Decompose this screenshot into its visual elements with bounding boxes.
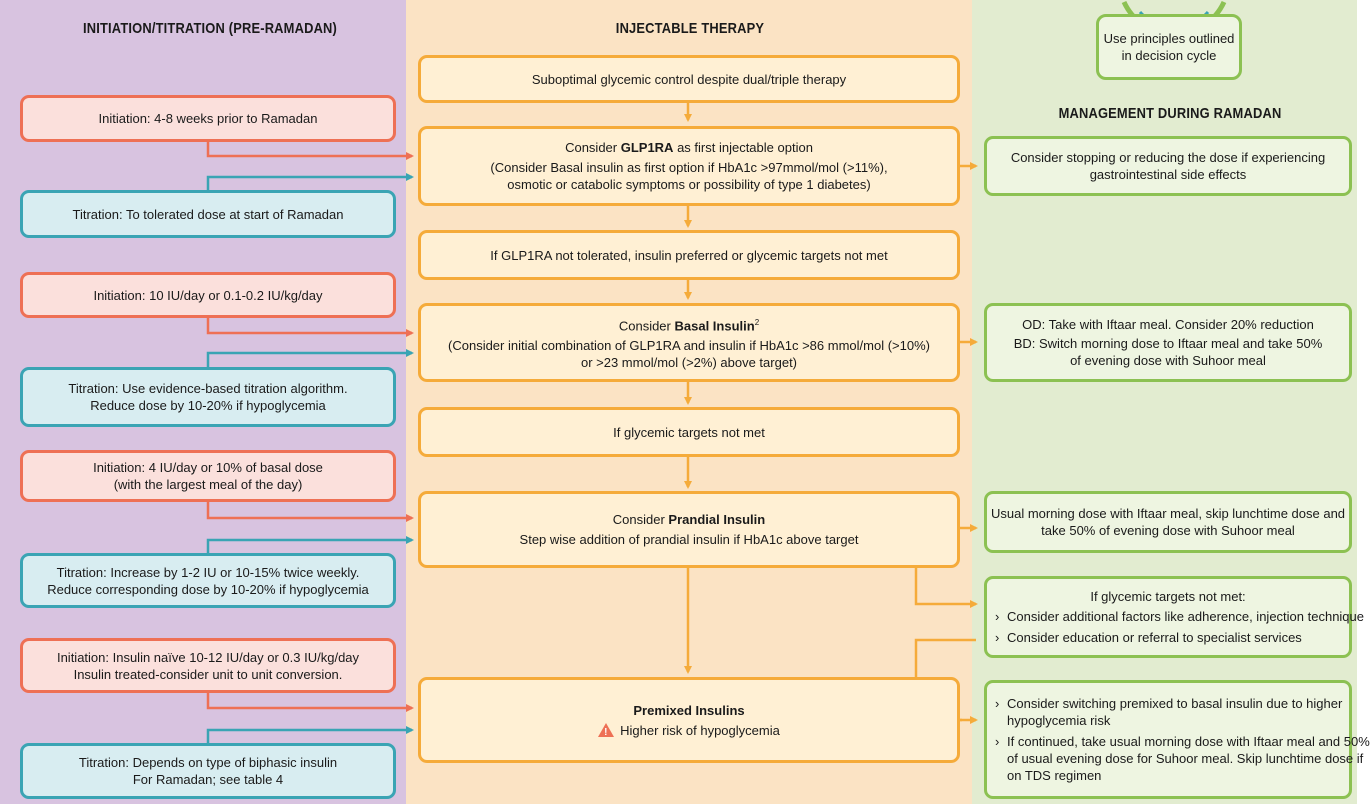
glp1ra-note-2: osmotic or catabolic symptoms or possibi… <box>507 177 871 192</box>
basal-initiation-text: Initiation: 10 IU/day or 0.1-0.2 IU/kg/d… <box>93 287 323 303</box>
basal-titration-text-1: Titration: Use evidence-based titration … <box>68 381 348 396</box>
premix-initiation-text-2: Insulin treated-consider unit to unit co… <box>73 666 343 682</box>
premix-management-bullet-2-line-1: If continued, take usual morning dose wi… <box>995 733 1370 750</box>
basal-management-text-2: BD: Switch morning dose to Iftaar meal a… <box>1013 336 1323 351</box>
basal-titration-text-2: Reduce dose by 10-20% if hypoglycemia <box>90 398 326 413</box>
header-initiation-titration: INITIATION/TITRATION (PRE-RAMADAN) <box>82 20 338 37</box>
decision-cycle-line-2: in decision cycle <box>1121 48 1217 63</box>
arrow-prandial-titration <box>206 536 414 554</box>
glp1ra-title-suffix: as first injectable option <box>673 140 813 155</box>
arrow-prandial-to-targets-box <box>914 568 978 608</box>
glp1ra-title-bold: GLP1RA <box>620 140 674 155</box>
premixed-warning-text: Higher risk of hypoglycemia <box>620 722 780 738</box>
prandial-titration-text-2: Reduce corresponding dose by 10-20% if h… <box>47 581 369 597</box>
glp1ra-title: Consider GLP1RA as first injectable opti… <box>565 139 813 156</box>
prandial-insulin-title: Consider Prandial Insulin <box>613 511 765 528</box>
targets-management-title: If glycemic targets not met: <box>1090 589 1246 604</box>
glp1ra-box: Consider GLP1RA as first injectable opti… <box>418 126 960 206</box>
prandial-note: Step wise addition of prandial insulin i… <box>519 532 859 547</box>
basal-management-text-3: of evening dose with Suhoor meal <box>1070 353 1266 368</box>
targets-not-met-box: If glycemic targets not met <box>418 407 960 457</box>
glp-management-box: Consider stopping or reducing the dose i… <box>984 136 1352 196</box>
glp1ra-note-1: (Consider Basal insulin as first option … <box>490 160 888 175</box>
glp-titration-box: Titration: To tolerated dose at start of… <box>20 190 396 238</box>
glp-management-text-2: gastrointestinal side effects <box>1089 167 1247 182</box>
suboptimal-control-box: Suboptimal glycemic control despite dual… <box>418 55 960 103</box>
prandial-titration-text-1: Titration: Increase by 1-2 IU or 10-15% … <box>56 564 360 580</box>
premix-management-bullet-2-line-2: of usual evening dose for Suhoor meal. S… <box>1007 751 1364 766</box>
premix-titration-text-2: For Ramadan; see table 4 <box>132 772 284 787</box>
basal-titration-box: Titration: Use evidence-based titration … <box>20 367 396 427</box>
prandial-initiation-box: Initiation: 4 IU/day or 10% of basal dos… <box>20 450 396 502</box>
prandial-title-bold: Prandial Insulin <box>668 512 766 527</box>
basal-management-box: OD: Take with Iftaar meal. Consider 20% … <box>984 303 1352 382</box>
premix-titration-box: Titration: Depends on type of biphasic i… <box>20 743 396 799</box>
glp-not-tolerated-text: If GLP1RA not tolerated, insulin preferr… <box>490 247 888 263</box>
targets-not-met-text: If glycemic targets not met <box>613 424 765 440</box>
premix-management-bullet-1-line-1: Consider switching premixed to basal ins… <box>995 695 1342 712</box>
arrow-glp-titration <box>206 173 414 191</box>
targets-management-bullet-1: Consider additional factors like adheren… <box>995 608 1364 625</box>
targets-management-box: If glycemic targets not met: Consider ad… <box>984 576 1364 658</box>
prandial-titration-box: Titration: Increase by 1-2 IU or 10-15% … <box>20 553 396 608</box>
basal-insulin-box: Consider Basal Insulin2 (Consider initia… <box>418 303 960 382</box>
basal-management-text-1: OD: Take with Iftaar meal. Consider 20% … <box>1022 317 1314 332</box>
prandial-title-prefix: Consider <box>612 512 669 527</box>
header-management-during-ramadan: MANAGEMENT DURING RAMADAN <box>1058 105 1282 122</box>
premix-titration-text-1: Titration: Depends on type of biphasic i… <box>78 755 338 770</box>
basal-note-1: (Consider initial combination of GLP1RA … <box>448 338 930 354</box>
glp-management-text-1: Consider stopping or reducing the dose i… <box>1010 150 1326 165</box>
premix-management-bullet-1-line-2: hypoglycemia risk <box>1007 713 1111 728</box>
suboptimal-control-text: Suboptimal glycemic control despite dual… <box>531 71 847 87</box>
prandial-initiation-text-1: Initiation: 4 IU/day or 10% of basal dos… <box>93 460 323 475</box>
basal-title-bold: Basal Insulin <box>674 318 755 334</box>
right-column-background <box>972 0 1357 804</box>
targets-management-bullet-2: Consider education or referral to specia… <box>995 629 1302 646</box>
header-injectable-therapy: INJECTABLE THERAPY <box>615 20 765 37</box>
arrow-basal-titration <box>206 349 414 368</box>
premixed-warning-line: Higher risk of hypoglycemia <box>598 722 780 741</box>
arrow-glp-initiation <box>206 140 414 160</box>
basal-note-2: or >23 mmol/mol (>2%) above target) <box>580 355 798 371</box>
basal-footnote-marker: 2 <box>754 317 760 327</box>
glp-initiation-box: Initiation: 4-8 weeks prior to Ramadan <box>20 95 396 142</box>
arrow-premix-initiation <box>206 691 414 712</box>
glp-titration-text: Titration: To tolerated dose at start of… <box>72 206 344 222</box>
arrow-prandial-initiation <box>206 500 414 522</box>
decision-cycle-line-1: Use principles outlined <box>1103 31 1235 46</box>
glp1ra-title-prefix: Consider <box>565 140 621 155</box>
decision-cycle-box: Use principles outlined in decision cycl… <box>1096 14 1242 80</box>
basal-initiation-box: Initiation: 10 IU/day or 0.1-0.2 IU/kg/d… <box>20 272 396 318</box>
premix-initiation-text-1: Initiation: Insulin naïve 10-12 IU/day o… <box>56 649 360 665</box>
basal-insulin-title: Consider Basal Insulin2 <box>619 314 759 334</box>
arrow-basal-initiation <box>206 316 414 337</box>
premix-management-bullet-2-line-3: on TDS regimen <box>1007 768 1102 783</box>
premix-initiation-box: Initiation: Insulin naïve 10-12 IU/day o… <box>20 638 396 693</box>
arrow-premix-titration <box>206 726 414 744</box>
premix-management-box: Consider switching premixed to basal ins… <box>984 680 1370 799</box>
prandial-management-text-2: take 50% of evening dose with Suhoor mea… <box>1041 523 1295 538</box>
basal-title-prefix: Consider <box>618 318 675 334</box>
prandial-management-text-1: Usual morning dose with Iftaar meal, ski… <box>990 506 1346 521</box>
premixed-insulins-title: Premixed Insulins <box>633 702 745 718</box>
glp-initiation-text: Initiation: 4-8 weeks prior to Ramadan <box>98 111 318 126</box>
prandial-management-box: Usual morning dose with Iftaar meal, ski… <box>984 491 1352 553</box>
prandial-insulin-box: Consider Prandial Insulin Step wise addi… <box>418 491 960 568</box>
line-premix-to-targets-box <box>914 638 976 680</box>
warning-icon <box>598 722 615 741</box>
premixed-insulins-box: Premixed Insulins Higher risk of hypogly… <box>418 677 960 763</box>
glp-not-tolerated-box: If GLP1RA not tolerated, insulin preferr… <box>418 230 960 280</box>
prandial-initiation-text-2: (with the largest meal of the day) <box>113 477 303 492</box>
